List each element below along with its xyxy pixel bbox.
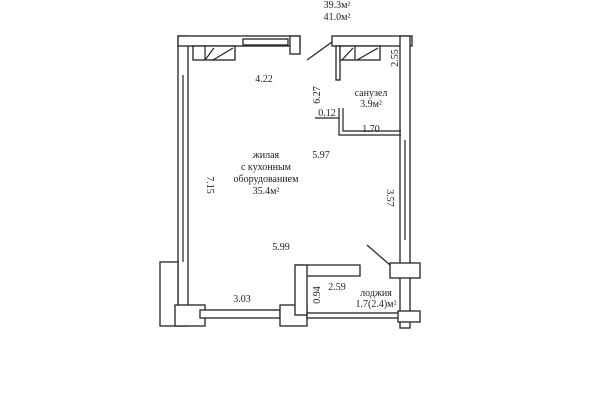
dim-1-70: 1.70 [362, 124, 380, 135]
living-label-1: жилая [252, 150, 280, 161]
living-label-3: оборудованием [234, 174, 300, 185]
walls [159, 35, 421, 329]
dim-7-15: 7.15 [204, 176, 215, 194]
dim-5-97: 5.97 [312, 150, 330, 161]
living-area: 35.4м² [253, 186, 280, 197]
loggia-area: 1.7(2.4)м² [356, 299, 397, 310]
loggia-label: лоджия [360, 288, 392, 299]
total-area: 39.3м² [324, 0, 351, 11]
bottom-window [199, 309, 281, 319]
dim-2-59: 2.59 [328, 282, 346, 293]
loggia-pillar [389, 262, 421, 279]
dim-4-22: 4.22 [255, 74, 273, 85]
dim-0-12: 0.12 [318, 108, 336, 119]
kitchen-cabinets [192, 45, 381, 61]
dim-3-03: 3.03 [233, 294, 251, 305]
bathroom-fixtures [339, 45, 381, 61]
dim-6-27: 6.27 [312, 86, 323, 104]
loggia-door-swing [366, 244, 391, 266]
dim-3-57: 3.57 [384, 189, 395, 207]
loggia-rail [306, 312, 403, 319]
total-area-alt: 41.0м² [324, 12, 351, 23]
bathroom-label: санузел [355, 88, 388, 99]
bathroom-partition [335, 45, 341, 81]
dim-2-55: 2.55 [390, 49, 401, 67]
dim-5-99: 5.99 [272, 242, 290, 253]
top-window [242, 38, 289, 46]
living-label-2: с кухонным [241, 162, 292, 173]
dim-0-94: 0.94 [312, 286, 323, 304]
bathroom-area: 3.9м² [360, 99, 382, 110]
door-swing [306, 41, 333, 61]
